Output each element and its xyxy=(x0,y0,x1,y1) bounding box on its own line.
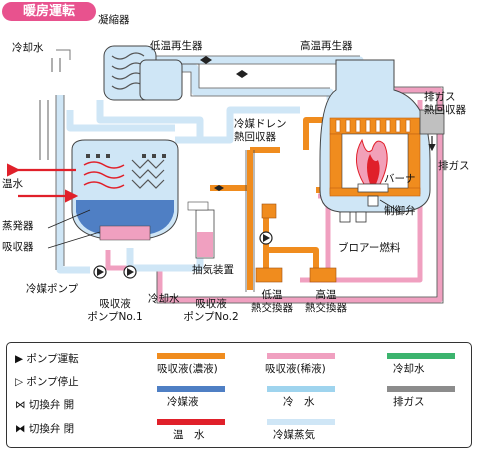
swatch-cooling-water xyxy=(387,353,455,359)
absorbent-pump2-label-1: 吸収液 xyxy=(195,298,227,310)
swatch-chilled-water xyxy=(267,386,335,392)
low-temp-hx-label-2: 熱交換器 xyxy=(251,302,293,314)
refrigerant-drain-label-2: 熱回収器 xyxy=(234,131,276,143)
blower-fuel-label: ブロアー燃料 xyxy=(338,242,401,254)
legend-symbol-valve-closed: ⧓ 切換弁 閉 xyxy=(15,423,75,435)
high-temp-hx-label-2: 熱交換器 xyxy=(305,302,347,314)
title-badge: 暖房運転 xyxy=(2,2,96,21)
condenser-coil xyxy=(111,52,145,90)
low-temp-regenerator-label: 低温再生器 xyxy=(150,40,203,52)
legend-concentrated: 吸収液(濃液) xyxy=(157,363,218,375)
legend-chilled-water: 冷 水 xyxy=(283,396,315,408)
legend: ▶ ポンプ運転 ▷ ポンプ停止 ⋈ 切換弁 開 ⧓ 切換弁 閉 吸収液(濃液) … xyxy=(6,342,472,448)
piping-outline xyxy=(39,58,61,160)
legend-symbol-pump-stopped: ▷ ポンプ停止 xyxy=(15,376,79,388)
evaporator-label: 蒸発器 xyxy=(2,220,34,232)
swatch-refrigerant-liquid xyxy=(157,386,225,392)
high-temp-regenerator-label: 高温再生器 xyxy=(300,40,353,52)
legend-refrigerant-liquid: 冷媒液 xyxy=(167,396,199,408)
swatch-dilute xyxy=(267,353,335,359)
exhaust-recovery-label-2: 熱回収器 xyxy=(424,104,466,116)
absorber-label: 吸収器 xyxy=(2,241,34,253)
exhaust-gas-label: 排ガス xyxy=(438,160,470,172)
valve-icons xyxy=(200,56,248,191)
swatch-exhaust-gas xyxy=(387,386,455,392)
cooling-water-top-label: 冷却水 xyxy=(12,42,44,54)
absorbent-pump1-label-2: ポンプNo.1 xyxy=(87,311,143,323)
burner-label: バーナ xyxy=(384,173,416,185)
absorbent-pump2-label-2: ポンプNo.2 xyxy=(183,311,239,323)
absorbent-pump1-label-1: 吸収液 xyxy=(99,298,131,310)
swatch-hot-water xyxy=(157,419,225,425)
low-temp-hx-label-1: 低温 xyxy=(261,289,283,301)
cooling-water-bottom-label: 冷却水 xyxy=(148,293,180,305)
legend-hot-water: 温 水 xyxy=(173,429,205,441)
refrigerant-pump-label: 冷媒ポンプ xyxy=(26,283,79,295)
condenser-label: 凝縮器 xyxy=(98,14,130,26)
legend-cooling-water: 冷却水 xyxy=(393,363,425,375)
swatch-refrigerant-vapor xyxy=(267,419,335,425)
pump-stopped-icon: ▷ xyxy=(15,376,24,388)
extraction-device-label: 抽気装置 xyxy=(192,264,234,276)
legend-symbol-pump-running: ▶ ポンプ運転 xyxy=(15,353,79,365)
control-valve-label: 制御弁 xyxy=(384,205,416,217)
valve-closed-icon: ⧓ xyxy=(15,423,26,435)
evaporator-coil xyxy=(83,161,125,189)
legend-dilute: 吸収液(稀液) xyxy=(265,363,326,375)
hot-water-label: 温水 xyxy=(2,178,23,190)
pump-running-icon: ▶ xyxy=(15,353,24,365)
swatch-concentrated xyxy=(157,353,225,359)
exhaust-recovery-label-1: 排ガス xyxy=(424,91,456,103)
legend-symbol-valve-open: ⋈ 切換弁 開 xyxy=(15,399,75,411)
legend-refrigerant-vapor: 冷媒蒸気 xyxy=(273,429,315,441)
legend-exhaust-gas: 排ガス xyxy=(393,396,425,408)
valve-open-icon: ⋈ xyxy=(15,399,26,411)
system-diagram xyxy=(7,45,445,304)
high-temp-hx-label-1: 高温 xyxy=(315,289,337,301)
refrigerant-drain-label-1: 冷媒ドレン xyxy=(234,118,287,130)
